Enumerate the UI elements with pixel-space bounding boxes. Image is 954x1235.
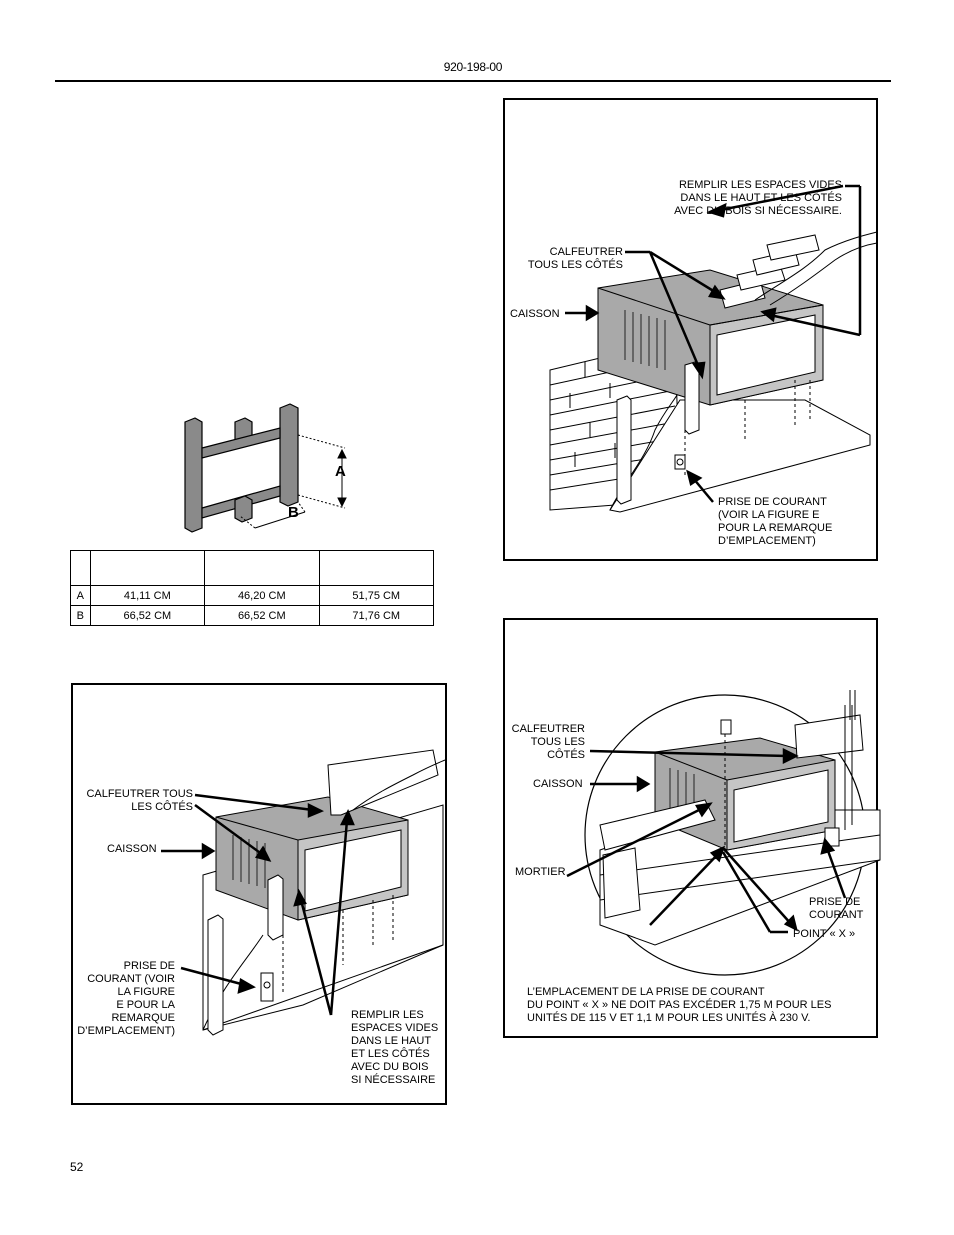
point-x-label: POINT « X »: [793, 928, 856, 940]
table-header-cell: [318, 550, 435, 586]
table-cell: 71,76 CM: [318, 605, 435, 626]
mortar-label: MORTIER: [515, 866, 566, 878]
table-header-cell: [70, 550, 91, 586]
header-rule: [55, 80, 891, 82]
table-cell: 66,52 CM: [89, 605, 206, 626]
block-wall-install-drawing: [566, 690, 881, 976]
outlet-label: PRISE DE COURANT: [809, 896, 864, 921]
outlet-label: PRISE DE COURANT (VOIR LA FIGURE E POUR …: [718, 496, 833, 547]
caulk-label: CALFEUTRER TOUS LES CÔTÉS: [527, 246, 623, 271]
table-cell: 41,11 CM: [89, 585, 206, 606]
caulk-label: CALFEUTRER TOUS LES CÔTÉS: [511, 723, 585, 761]
sleeve-frame-figure: A B: [180, 400, 360, 535]
fill-gaps-label: REMPLIR LES ESPACES VIDES DANS LE HAUT E…: [351, 1009, 439, 1086]
table-header-cell: [204, 550, 320, 586]
caisson-label: CAISSON: [533, 778, 583, 790]
table-header-cell: [89, 550, 206, 586]
figure-panel-bottom-left: CALFEUTRER TOUS LES CÔTÉS CAISSON PRISE …: [71, 683, 447, 1105]
wood-wall-install-drawing: [161, 749, 446, 1036]
caisson-label: CAISSON: [510, 308, 560, 320]
caisson-label: CAISSON: [107, 843, 157, 855]
document-number: 920-198-00: [443, 60, 503, 74]
sleeve-frame-drawing: [184, 403, 347, 533]
table-row: B 66,52 CM 66,52 CM 71,76 CM: [70, 605, 435, 626]
caulk-label: CALFEUTRER TOUS LES CÔTÉS: [86, 788, 193, 813]
brick-wall-install-drawing: [549, 184, 878, 513]
figure-panel-bottom-right: CALFEUTRER TOUS LES CÔTÉS CAISSON MORTIE…: [503, 618, 881, 1038]
page-number: 52: [70, 1160, 84, 1174]
dimension-b-label: B: [288, 504, 299, 521]
dimension-a-label: A: [335, 463, 346, 480]
table-header-row: [70, 550, 435, 586]
table-cell: A: [70, 585, 91, 606]
outlet-label: PRISE DE COURANT (VOIR LA FIGURE E POUR …: [77, 960, 175, 1037]
fill-gaps-label: REMPLIR LES ESPACES VIDES DANS LE HAUT E…: [674, 179, 842, 217]
table-cell: B: [70, 605, 91, 626]
figure-panel-top-right: REMPLIR LES ESPACES VIDES DANS LE HAUT E…: [503, 98, 878, 561]
table-row: A 41,11 CM 46,20 CM 51,75 CM: [70, 585, 435, 606]
dimension-table: A 41,11 CM 46,20 CM 51,75 CM B 66,52 CM …: [70, 550, 435, 626]
table-cell: 46,20 CM: [204, 585, 320, 606]
outlet-location-note: L’EMPLACEMENT DE LA PRISE DE COURANT DU …: [527, 986, 832, 1024]
table-cell: 66,52 CM: [204, 605, 320, 626]
table-cell: 51,75 CM: [318, 585, 435, 606]
